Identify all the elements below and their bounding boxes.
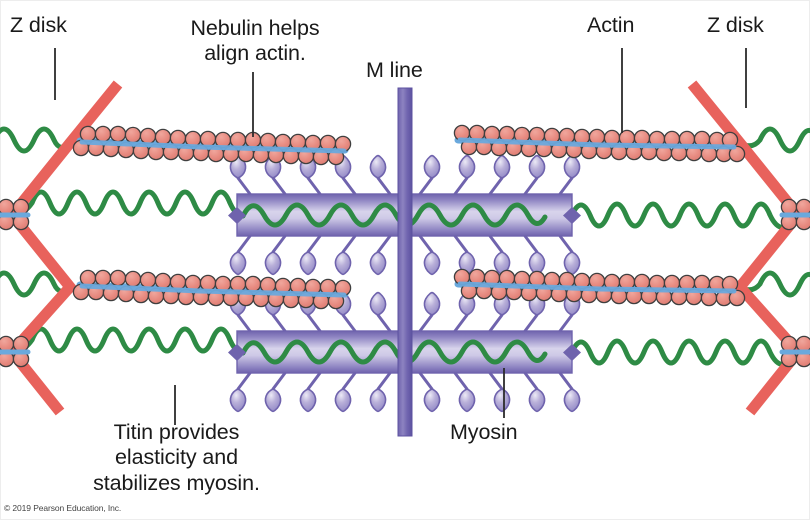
m-line <box>397 87 413 437</box>
titin-row2-left <box>13 189 252 218</box>
label-nebulin: Nebulin helps align actin. <box>190 16 320 66</box>
titin-row1-right <box>737 126 810 154</box>
actin-bead-clusters-edges <box>0 198 810 368</box>
leader-lines <box>54 48 747 425</box>
nebulin-edge-stubs <box>0 212 810 355</box>
titin-over-thick <box>240 202 548 365</box>
label-m-line: M line <box>366 58 423 82</box>
titin-row3-right <box>737 270 810 298</box>
myosin-heads-upper <box>236 176 574 254</box>
nebulin-top-overlay <box>79 137 737 154</box>
label-z-disk-left: Z disk <box>10 13 67 37</box>
titin-row4-right <box>569 338 789 367</box>
label-z-disk-right: Z disk <box>707 13 764 37</box>
titin-row3-left <box>0 270 73 298</box>
actin-row-middle <box>72 268 746 310</box>
label-titin: Titin provides elasticity and stabilizes… <box>93 420 260 495</box>
titin-row4-left <box>13 326 252 355</box>
myosin-heads-lower <box>236 313 574 391</box>
label-actin: Actin <box>587 13 635 37</box>
label-myosin: Myosin <box>450 420 518 444</box>
titin-row2-inside <box>240 202 548 228</box>
titin-row1-left <box>0 126 73 154</box>
titin-row2-right <box>569 201 789 230</box>
actin-row-top <box>72 124 746 166</box>
nebulin-middle-overlay <box>79 281 737 298</box>
titin-row4-inside <box>240 339 548 365</box>
titin-anchors <box>228 207 581 361</box>
copyright-credit: © 2019 Pearson Education, Inc. <box>4 503 122 513</box>
